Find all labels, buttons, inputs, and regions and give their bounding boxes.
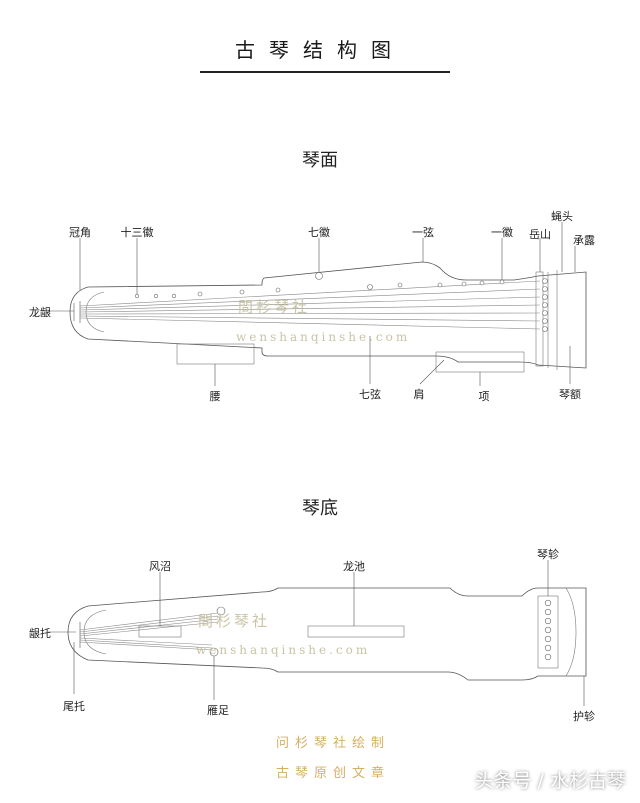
label-yi-hui: 一徽 [491, 226, 513, 239]
tuning-pegs [544, 599, 552, 661]
label-jian: 肩 [413, 388, 425, 401]
qin-top-view [48, 222, 587, 386]
hole-3 [542, 294, 548, 300]
longchi-slot [307, 625, 405, 638]
hui-10 [197, 291, 203, 297]
yanzu-upper [216, 606, 226, 616]
label-huzhen: 护轸 [573, 710, 595, 723]
credit-line-1: 问杉琴社绘制 [276, 736, 391, 751]
huzhen-curve [565, 587, 577, 677]
hui-4 [437, 282, 443, 288]
credit-line-2: 古琴原创文章 [276, 766, 391, 781]
hui-11 [171, 293, 177, 299]
label-qinzhen: 琴轸 [537, 548, 559, 561]
top-string-holes [542, 278, 548, 332]
label-yanzu: 雁足 [207, 704, 229, 717]
yueshan-bar [535, 271, 544, 367]
hui-1 [499, 279, 505, 285]
hui-6 [367, 284, 373, 290]
watermark-en-bottom: wenshanqinshe.com [196, 643, 371, 657]
brand-watermark: 头条号 / 水杉古琴 [474, 770, 626, 792]
label-yueshan: 岳山 [529, 228, 551, 241]
top-leader-lines [48, 222, 576, 386]
hui-markers [134, 272, 505, 299]
hole-7 [542, 326, 548, 332]
string-4 [79, 304, 541, 313]
hui-5 [397, 282, 403, 288]
string-5 [79, 312, 541, 315]
watermark-cn-top: 問杉琴社 [238, 298, 311, 316]
label-longchi: 龙池 [343, 560, 365, 573]
label-fengzhao: 风沼 [149, 560, 171, 573]
label-yingtou: 蝇头 [551, 210, 573, 223]
watermark-en-top: wenshanqinshe.com [236, 330, 411, 344]
hui-9 [239, 289, 245, 295]
label-yi-xian: 一弦 [412, 226, 434, 239]
hui-2 [479, 280, 485, 286]
label-qi-xian: 七弦 [359, 388, 381, 401]
label-longyin: 龙龈 [29, 306, 51, 319]
string-2 [79, 288, 541, 309]
label-yao: 腰 [209, 390, 221, 403]
hui-13 [134, 293, 140, 299]
bottom-leader-lines [48, 560, 549, 700]
hui-3 [461, 281, 467, 287]
label-guanjiao: 冠角 [69, 226, 91, 239]
label-xiang: 项 [478, 390, 490, 403]
hole-4 [542, 302, 548, 308]
label-chenglu: 承露 [573, 234, 595, 247]
hole-6 [542, 318, 548, 324]
page-title: 古琴结构图 [235, 38, 405, 62]
string-6 [79, 315, 541, 322]
label-yintuo: 龈托 [29, 627, 51, 640]
hole-1 [542, 278, 548, 284]
bottom-tail-inner [83, 609, 107, 655]
hui-7 [315, 272, 323, 280]
label-qi-hui: 七徽 [308, 226, 330, 239]
hui-8 [275, 287, 281, 293]
top-view-heading: 琴面 [302, 150, 338, 171]
title-underline [200, 71, 450, 73]
label-shisan-hui: 十三徽 [120, 226, 154, 239]
string-7 [79, 317, 541, 330]
top-body-outline [69, 261, 587, 369]
bottom-strings [79, 612, 219, 651]
bottom-body-outline [67, 587, 587, 681]
watermark-cn-bottom: 問杉琴社 [198, 612, 271, 630]
label-weituo: 尾托 [63, 700, 85, 713]
hui-12 [153, 293, 159, 299]
string-3 [79, 296, 541, 311]
bottom-view-heading: 琴底 [302, 498, 338, 519]
yao-bracket [176, 343, 255, 365]
hole-5 [542, 310, 548, 316]
qin-bottom-view [48, 560, 587, 706]
label-qin-e: 琴额 [559, 388, 581, 401]
hole-2 [542, 286, 548, 292]
